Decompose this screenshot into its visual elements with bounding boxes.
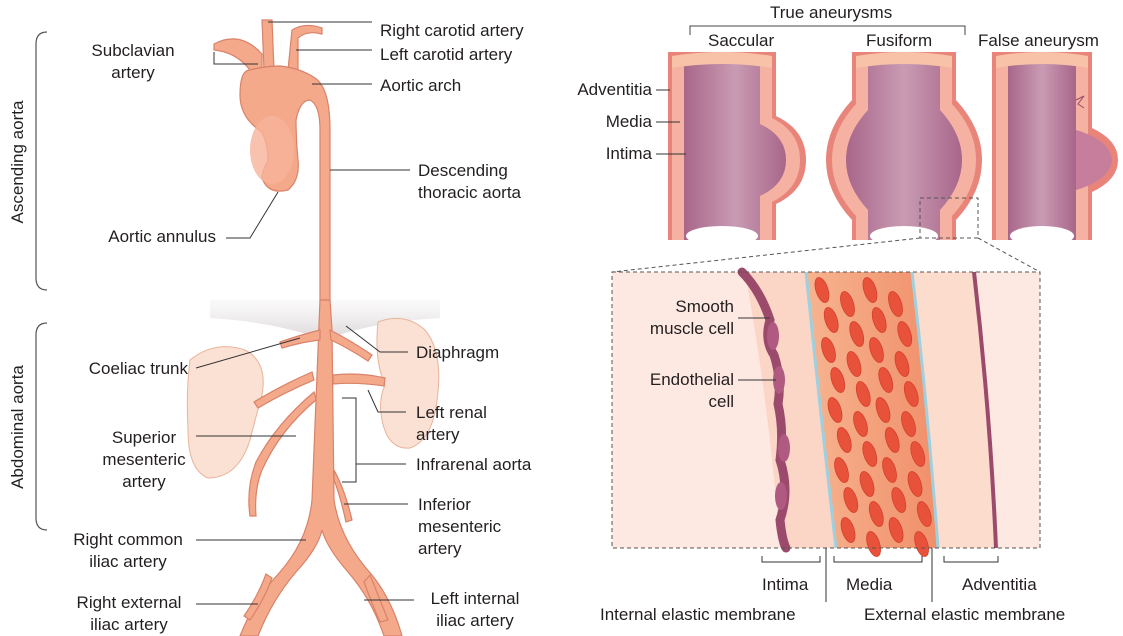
ascending-aorta-label: Ascending aorta [8, 101, 28, 224]
right-external-iliac-artery-label: Right external iliac artery [62, 592, 196, 636]
section-brackets [36, 32, 47, 530]
descending-thoracic-aorta-label: Descending thoracic aorta [418, 160, 521, 204]
detail-adventitia-label: Adventitia [962, 574, 1037, 596]
diaphragm-label: Diaphragm [416, 342, 499, 364]
left-carotid-artery-label: Left carotid artery [380, 44, 512, 66]
adventitia-label: Adventitia [540, 79, 652, 101]
saccular-vessel [668, 52, 806, 246]
inferior-mesenteric-artery-label: Inferior mesenteric artery [418, 494, 501, 560]
detail-intima-label: Intima [762, 574, 808, 596]
false-aneurysm-vessel [992, 52, 1118, 246]
fusiform-vessel [826, 52, 982, 246]
left-renal-artery-label: Left renal artery [416, 402, 487, 446]
detail-media-label: Media [846, 574, 892, 596]
infrarenal-aorta-label: Infrarenal aorta [416, 454, 531, 476]
abdominal-aorta-label: Abdominal aorta [8, 365, 28, 489]
subclavian-artery-label: Subclavian artery [74, 40, 192, 84]
left-internal-iliac-artery-label: Left internal iliac artery [414, 588, 536, 632]
internal-elastic-membrane-label: Internal elastic membrane [600, 604, 796, 626]
external-elastic-membrane-label: External elastic membrane [864, 604, 1065, 626]
false-aneurysm-label: False aneurysm [978, 30, 1099, 52]
aortic-annulus-label: Aortic annulus [54, 226, 216, 248]
saccular-label: Saccular [708, 30, 774, 52]
coeliac-trunk-label: Coeliac trunk [54, 358, 188, 380]
aortic-arch-label: Aortic arch [380, 75, 461, 97]
right-common-iliac-artery-label: Right common iliac artery [60, 529, 196, 573]
media-label: Media [540, 111, 652, 133]
true-aneurysms-label: True aneurysms [770, 2, 892, 24]
endothelial-cell-label: Endothelial cell [620, 369, 734, 413]
superior-mesenteric-artery-label: Superior mesenteric artery [92, 427, 196, 493]
intima-label: Intima [540, 143, 652, 165]
fusiform-label: Fusiform [866, 30, 932, 52]
smooth-muscle-cell-label: Smooth muscle cell [620, 296, 734, 340]
right-carotid-artery-label: Right carotid artery [380, 20, 524, 42]
